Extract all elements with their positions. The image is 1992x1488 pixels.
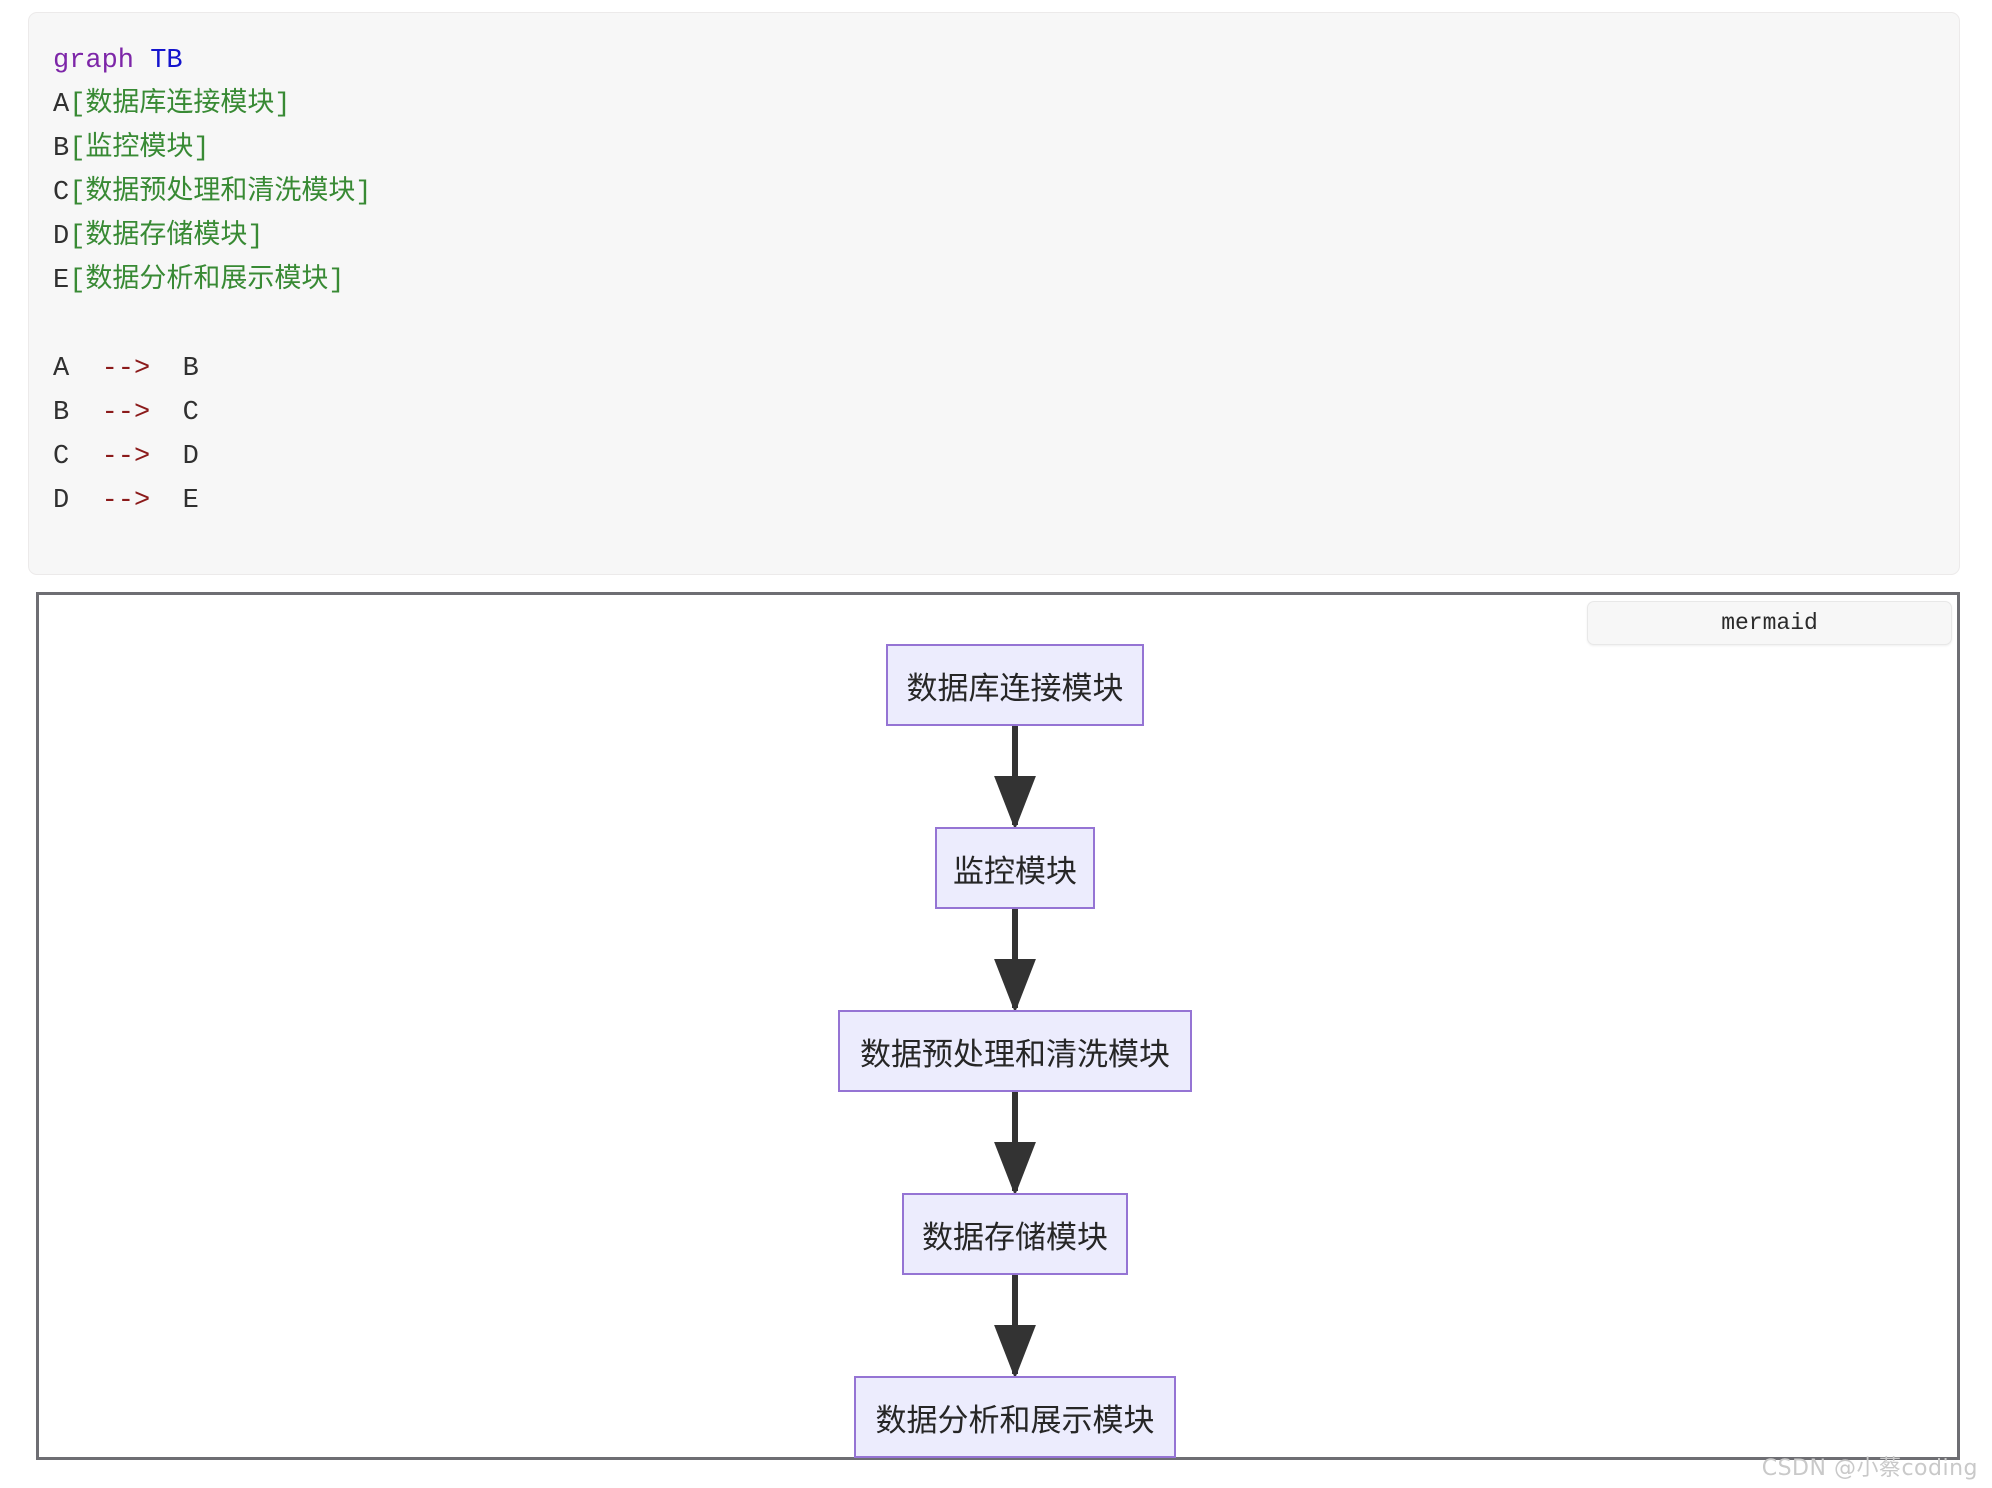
token-node-id: A (53, 90, 70, 120)
flow-node-label: 数据库连接模块 (906, 670, 1124, 707)
token-edge-arrow: --> (101, 442, 151, 472)
token-edge-to: C (182, 398, 199, 428)
token-bracket-close: ] (193, 134, 210, 164)
token-bracket-close: ] (355, 178, 372, 208)
code-line-edge-b-c: B --> C (53, 391, 1959, 435)
token-bracket-close: ] (328, 266, 345, 296)
flow-node-d[interactable]: 数据存储模块 (902, 1193, 1128, 1275)
code-line-graph-declaration: graph TB (53, 39, 1959, 83)
token-bracket-open: [ (69, 266, 86, 296)
code-line-edge-c-d: C --> D (53, 435, 1959, 479)
flow-node-label: 数据存储模块 (922, 1219, 1108, 1256)
token-bracket-open: [ (69, 134, 86, 164)
token-bracket-close: ] (274, 90, 291, 120)
token-node-id: D (53, 222, 70, 252)
token-edge-to: D (182, 442, 199, 472)
token-edge-from: D (53, 486, 70, 516)
token-edge-to: B (182, 354, 199, 384)
token-bracket-open: [ (69, 178, 86, 208)
token-edge-arrow: --> (101, 354, 151, 384)
token-edge-from: B (53, 398, 70, 428)
token-edge-to: E (182, 486, 199, 516)
token-edge-arrow: --> (101, 398, 151, 428)
token-bracket-open: [ (69, 222, 86, 252)
csdn-watermark: CSDN @小蔡coding (1761, 1456, 1978, 1481)
code-line-node-e: E[数据分析和展示模块] (53, 259, 1959, 303)
flow-node-label: 数据预处理和清洗模块 (860, 1036, 1170, 1073)
code-line-node-d: D[数据存储模块] (53, 215, 1959, 259)
token-node-label: 数据库连接模块 (85, 90, 275, 120)
token-edge-from: C (53, 442, 70, 472)
token-keyword-graph: graph (53, 46, 135, 76)
token-bracket-close: ] (247, 222, 264, 252)
code-line-node-c: C[数据预处理和清洗模块] (53, 171, 1959, 215)
code-line-edge-a-b: A --> B (53, 347, 1959, 391)
flow-node-b[interactable]: 监控模块 (935, 827, 1095, 909)
code-line-blank (53, 303, 1959, 347)
flow-node-a[interactable]: 数据库连接模块 (886, 644, 1144, 726)
code-line-node-b: B[监控模块] (53, 127, 1959, 171)
token-node-label: 数据分析和展示模块 (85, 266, 329, 296)
token-direction: TB (150, 46, 183, 76)
mermaid-language-badge: mermaid (1587, 601, 1952, 645)
flow-node-label: 数据分析和展示模块 (875, 1402, 1155, 1439)
mermaid-diagram-container: mermaid 数据库连接模块监控模块数据预处理和清洗模块数据存储模块数据分析和… (36, 592, 1960, 1460)
code-line-edge-d-e: D --> E (53, 479, 1959, 523)
flow-node-e[interactable]: 数据分析和展示模块 (854, 1376, 1176, 1458)
code-line-node-a: A[数据库连接模块] (53, 83, 1959, 127)
token-node-label: 数据预处理和清洗模块 (85, 178, 356, 208)
token-node-label: 监控模块 (85, 134, 194, 164)
token-node-label: 数据存储模块 (85, 222, 248, 252)
flowchart: 数据库连接模块监控模块数据预处理和清洗模块数据存储模块数据分析和展示模块 (39, 595, 1957, 1458)
token-edge-arrow: --> (101, 486, 151, 516)
token-edge-from: A (53, 354, 70, 384)
flow-node-label: 监控模块 (953, 853, 1077, 890)
token-node-id: B (53, 134, 70, 164)
token-node-id: E (53, 266, 70, 296)
flow-node-c[interactable]: 数据预处理和清洗模块 (838, 1010, 1192, 1092)
token-bracket-open: [ (69, 90, 86, 120)
token-node-id: C (53, 178, 70, 208)
